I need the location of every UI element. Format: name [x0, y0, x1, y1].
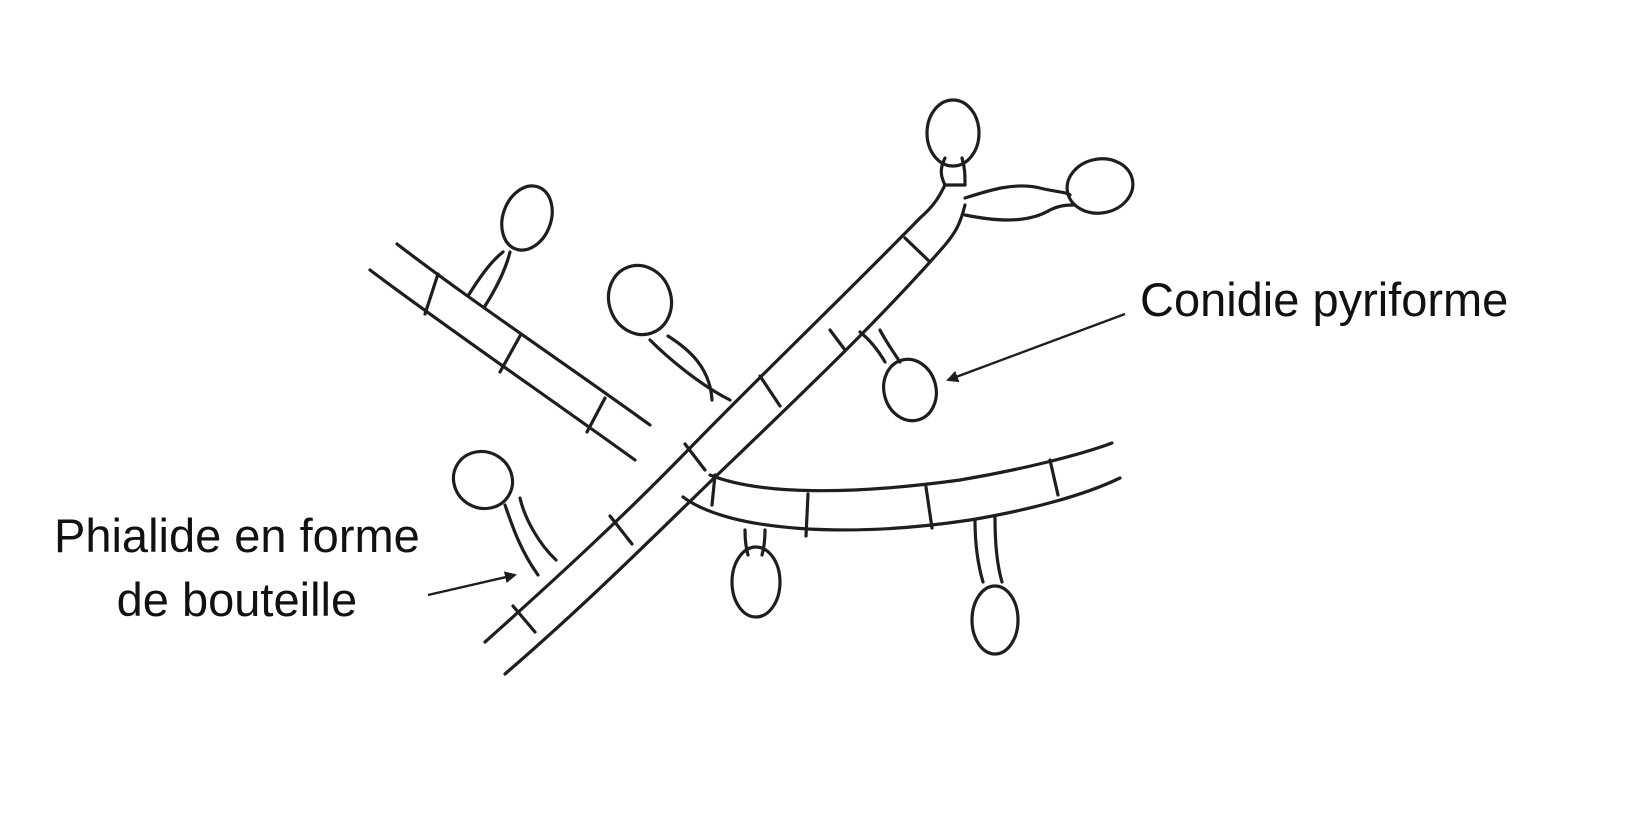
arrow-to-phialide: [427, 571, 517, 597]
conidium-label: Conidie pyriforme: [1140, 268, 1508, 332]
hypha-left-branch: [368, 242, 652, 462]
conidium-top-left: [466, 184, 554, 308]
hypha-right-branch: [681, 441, 1122, 538]
phialide-label-line1: Phialide en forme: [54, 509, 420, 562]
conidium-bottom-right: [970, 516, 1020, 656]
conidium-center: [606, 263, 732, 402]
arrow-to-conidium: [946, 312, 1126, 383]
phialide-label-line2: de bouteille: [116, 573, 358, 626]
hypha-diagonal-main: [483, 183, 967, 676]
conidium-lower-left: [451, 449, 558, 577]
phialide-label: Phialide en forme de bouteille: [54, 504, 420, 632]
conidium-top: [925, 98, 981, 187]
conidium-bottom-center: [730, 528, 782, 619]
conidium-label-text: Conidie pyriforme: [1140, 273, 1509, 326]
conidium-top-right: [963, 157, 1135, 222]
conidium-right: [858, 328, 938, 423]
